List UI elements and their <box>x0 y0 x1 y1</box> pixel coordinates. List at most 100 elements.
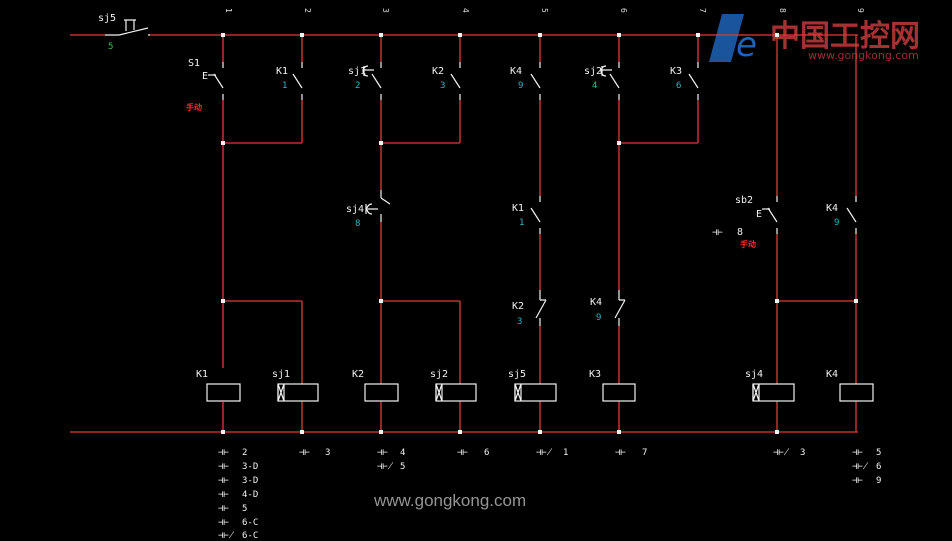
xref-entry: 5 <box>400 462 405 472</box>
column-number: 9 <box>856 8 865 13</box>
svg-text:⊣⊢: ⊣⊢ <box>377 448 388 458</box>
column-number: 5 <box>540 8 549 13</box>
sj4-contact-label: sj4 <box>346 204 364 215</box>
coil-label: K4 <box>826 369 838 380</box>
xref-col9: ⊣⊢ 5 ⊣⊬ 6 ⊣⊢ 9 <box>852 448 881 486</box>
k4-contact-label: K4 <box>510 66 522 77</box>
svg-text:⊣⊢: ⊣⊢ <box>218 490 229 500</box>
sj2-contact-label: sj2 <box>584 66 602 77</box>
column-number: 1 <box>224 8 233 13</box>
xref-entry: 3 <box>800 448 805 458</box>
column-numbers: 1 2 3 4 5 6 7 8 9 <box>224 8 865 13</box>
rung-6: sj2 4 K3 6 K4 9 <box>584 35 699 432</box>
svg-text:⊣⊬: ⊣⊬ <box>852 462 869 472</box>
k2-contact2-label: K2 <box>512 301 524 312</box>
k1-contact-label: K1 <box>276 66 288 77</box>
coil-k1 <box>206 383 241 402</box>
xref-col2: ⊣⊢ 3 <box>299 448 330 458</box>
svg-text:⊣⊢: ⊣⊢ <box>218 448 229 458</box>
sb2-note: 手动 <box>740 239 756 249</box>
coil-label: K1 <box>196 369 208 380</box>
coil-label: K3 <box>589 369 601 380</box>
rung-8: E sb2 ⊣⊢ 8 手动 K4 9 <box>712 35 857 432</box>
k1-contact-number: 1 <box>282 81 287 91</box>
coils: K1 sj1 K2 sj2 sj5 K3 sj4 K4 <box>196 369 874 402</box>
coil-label: sj1 <box>272 369 290 380</box>
column-number: 4 <box>461 8 470 13</box>
svg-text:⊣⊢: ⊣⊢ <box>218 518 229 528</box>
sj5-number: 5 <box>108 42 113 52</box>
sb2-ref-number: 8 <box>737 227 743 238</box>
logo-chinese: 中国工控网 <box>770 19 920 54</box>
logo-slash-icon <box>709 14 744 62</box>
xref-col3: ⊣⊢ 4 ⊣⊬ 5 <box>377 448 405 472</box>
logo-url: www.gongkong.com <box>808 49 919 62</box>
sj4-contact-number: 8 <box>355 219 360 229</box>
xref-col8: ⊣⊬3 <box>773 448 805 458</box>
svg-text:⊣⊢: ⊣⊢ <box>218 462 229 472</box>
rung-3: sj1 2 K2 3 sj4 8 <box>346 35 461 432</box>
sb2-e-mark: E <box>756 209 762 220</box>
coil-k4 <box>839 383 874 402</box>
svg-text:⊣⊢: ⊣⊢ <box>299 448 310 458</box>
k3-contact-label: K3 <box>670 66 682 77</box>
k1-contact2-label: K1 <box>512 203 524 214</box>
coil-k2 <box>364 383 399 402</box>
xref-entry: 6 <box>876 462 881 472</box>
svg-text:⊣⊢: ⊣⊢ <box>457 448 468 458</box>
k2-contact2-number: 3 <box>517 317 522 327</box>
sj2-contact-number: 4 <box>592 81 597 91</box>
logo-mark: e <box>736 25 757 65</box>
k1-contact2-number: 1 <box>519 218 524 228</box>
svg-text:⊣⊢: ⊣⊢ <box>852 476 863 486</box>
xref-entry: 3 <box>325 448 330 458</box>
sb2-label: sb2 <box>735 195 753 206</box>
coil-label: sj2 <box>430 369 448 380</box>
coil-label: K2 <box>352 369 364 380</box>
xref-entry: 3-D <box>242 462 258 472</box>
xref-col1: ⊣⊢2 ⊣⊢3-D ⊣⊢3-D ⊣⊢4-D ⊣⊢5 ⊣⊢6-C ⊣⊬6-C <box>218 448 258 541</box>
column-number: 3 <box>381 8 390 13</box>
xref-entry: 4-D <box>242 490 258 500</box>
watermark: www.gongkong.com <box>373 491 526 510</box>
k4-contact2-number: 9 <box>596 313 601 323</box>
xref-entry: 9 <box>876 476 881 486</box>
xref-entry: 6 <box>484 448 489 458</box>
xref-col5: ⊣⊬1 <box>536 448 568 458</box>
coil-label: sj5 <box>508 369 526 380</box>
xref-entry: 6-C <box>242 518 258 528</box>
xref-entry: 7 <box>642 448 647 458</box>
coil-label: sj4 <box>745 369 763 380</box>
s1-label: S1 <box>188 58 200 69</box>
gongkong-logo: e 中国工控网 www.gongkong.com <box>709 14 920 65</box>
sj5-switch: sj5 5 <box>98 13 150 52</box>
xref-entry: 3-D <box>242 476 258 486</box>
xref-entry: 4 <box>400 448 405 458</box>
svg-text:⊣⊢: ⊣⊢ <box>218 504 229 514</box>
svg-text:⊣⊢: ⊣⊢ <box>218 476 229 486</box>
k4-contact3-number: 9 <box>834 218 839 228</box>
svg-text:⊣⊢: ⊣⊢ <box>852 448 863 458</box>
xref-entry: 2 <box>242 448 247 458</box>
svg-text:⊣⊬: ⊣⊬ <box>536 448 553 458</box>
k4-contact2-label: K4 <box>590 297 602 308</box>
xref-entry: 5 <box>876 448 881 458</box>
sj1-contact-label: sj1 <box>348 66 366 77</box>
xref-col6: ⊣⊢ 7 <box>615 448 647 458</box>
sj5-label: sj5 <box>98 13 116 24</box>
svg-text:⊣⊢: ⊣⊢ <box>615 448 626 458</box>
sj1-contact-number: 2 <box>355 81 360 91</box>
xref-entry: 6-C <box>242 531 258 541</box>
k4-contact3-label: K4 <box>826 203 838 214</box>
s1-note: 手动 <box>186 102 202 112</box>
k4-contact-number: 9 <box>518 81 523 91</box>
column-number: 8 <box>778 8 787 13</box>
svg-text:⊣⊬: ⊣⊬ <box>377 462 394 472</box>
sb2-ref-symbol: ⊣⊢ <box>712 228 723 238</box>
column-number: 7 <box>698 8 707 13</box>
rung-5: K4 9 K1 1 K2 3 <box>510 35 547 432</box>
k3-contact-number: 6 <box>676 81 681 91</box>
k2-contact-number: 3 <box>440 81 445 91</box>
power-rails <box>70 34 858 433</box>
